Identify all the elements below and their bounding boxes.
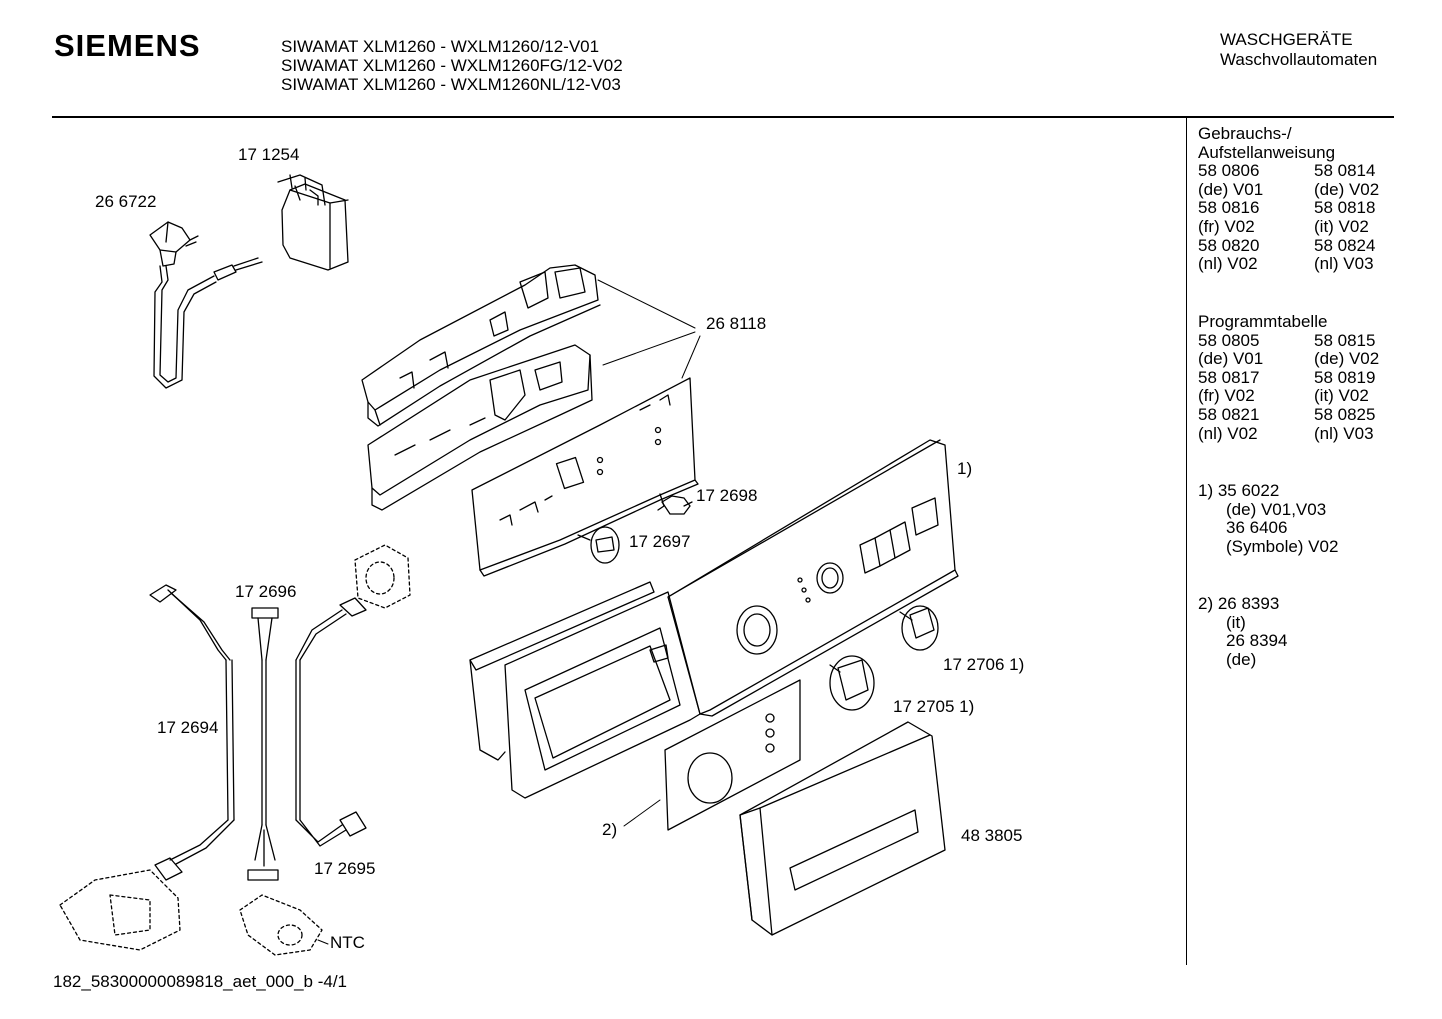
program-cell: (nl) V03 <box>1314 423 1374 443</box>
symbol-sheet <box>664 679 801 831</box>
manual-title-2: Aufstellanweisung <box>1198 142 1336 162</box>
wiring-harness-middle <box>247 607 279 881</box>
manual-title-1: Gebrauchs-/ <box>1198 124 1292 143</box>
rotary-disc-part <box>577 526 620 564</box>
sidebar-divider <box>1186 117 1187 965</box>
manual-cell: 58 0820 <box>1198 235 1260 255</box>
manual-cell: (fr) V02 <box>1198 216 1255 236</box>
label-note-1: 1) <box>957 459 973 478</box>
label-1727051: 17 2705 1) <box>893 697 975 716</box>
label-1727061: 17 2706 1) <box>943 655 1025 674</box>
manual-row: 58 0820 58 0824 <box>1198 235 1379 256</box>
program-row: 58 0817 58 0819 <box>1198 367 1379 388</box>
program-row: (de) V01 (de) V02 <box>1198 350 1379 369</box>
label-172695: 17 2695 <box>314 859 376 878</box>
manual-row: (fr) V02 (it) V02 <box>1198 216 1379 237</box>
note2-line: (de) <box>1226 649 1257 669</box>
pump-hidden <box>59 869 181 951</box>
program-cell: 58 0817 <box>1198 367 1260 387</box>
fascia-panel <box>667 439 959 717</box>
pressure-switch-hidden <box>354 544 411 609</box>
note1-line: (Symbole) V02 <box>1226 536 1339 556</box>
program-title: Programmtabelle <box>1198 312 1328 331</box>
program-row: 58 0805 58 0815 <box>1198 330 1379 351</box>
program-cell: (fr) V02 <box>1198 386 1255 406</box>
control-panel-frame <box>367 344 593 511</box>
leader-268118-b <box>602 331 696 366</box>
label-266722: 26 6722 <box>95 192 157 211</box>
leader-268118-c <box>681 335 701 379</box>
exploded-view-drawing <box>59 174 959 956</box>
label-483805: 48 3805 <box>961 826 1023 845</box>
note1-line: 1) 35 6022 <box>1198 481 1280 500</box>
manual-row: 58 0806 58 0814 <box>1198 162 1379 181</box>
model-line-1: SIWAMAT XLM1260 - WXLM1260/12-V01 <box>281 37 600 56</box>
manual-cell: 58 0816 <box>1198 198 1260 218</box>
detergent-drawer-frame <box>469 581 701 799</box>
label-172698: 17 2698 <box>696 486 758 505</box>
note2-line: (it) <box>1226 612 1246 632</box>
manual-cell: 58 0806 <box>1198 161 1260 181</box>
manual-cell: (nl) V02 <box>1198 254 1258 274</box>
label-172694: 17 2694 <box>157 718 219 737</box>
leader-2 <box>623 799 661 827</box>
program-row: 58 0821 58 0825 <box>1198 404 1379 425</box>
knob-shaft-part <box>657 493 693 515</box>
note1-line: (de) V01,V03 <box>1226 499 1327 519</box>
program-cell: (de) V02 <box>1314 349 1380 369</box>
subcategory: Waschvollautomaten <box>1220 50 1378 69</box>
category: WASCHGERÄTE <box>1220 30 1353 49</box>
label-171254: 17 1254 <box>238 145 300 164</box>
brand-logo: SIEMENS <box>54 28 201 63</box>
label-note-2: 2) <box>602 820 618 839</box>
drawer-handle-part <box>739 721 946 936</box>
ntc-sensor-hidden <box>239 894 323 956</box>
manual-row: (nl) V02 (nl) V03 <box>1198 255 1379 274</box>
program-cell: (nl) V02 <box>1198 423 1258 443</box>
program-cell: (de) V01 <box>1198 349 1264 369</box>
program-row: (nl) V02 (nl) V03 <box>1198 423 1379 444</box>
leader-268118-a <box>597 279 696 329</box>
program-cell: 58 0821 <box>1198 404 1260 424</box>
leader-ntc <box>317 939 329 945</box>
manual-cell: (nl) V03 <box>1314 254 1374 274</box>
label-268118: 26 8118 <box>706 314 767 333</box>
sidebar-note-1: 1) 35 6022 (de) V01,V03 36 6406 (Symbole… <box>1198 481 1339 556</box>
note2-line: 2) 26 8393 <box>1198 594 1280 613</box>
wiring-harness-right <box>295 597 367 847</box>
label-172697: 17 2697 <box>629 532 691 551</box>
pcb-board <box>471 377 699 577</box>
manual-row: 58 0816 58 0818 <box>1198 199 1379 218</box>
small-knob-part <box>899 605 939 651</box>
large-knob-part <box>829 655 875 711</box>
program-cell: (it) V02 <box>1314 386 1369 406</box>
header-divider <box>52 116 1394 118</box>
program-cell: 58 0805 <box>1198 330 1260 350</box>
mains-plug-cable <box>149 221 263 389</box>
model-line-2: SIWAMAT XLM1260 - WXLM1260FG/12-V02 <box>281 56 623 75</box>
document-code: 182_58300000089818_aet_000_b -4/1 <box>53 972 348 991</box>
note1-line: 36 6406 <box>1226 518 1288 538</box>
manual-cell: (de) V02 <box>1314 179 1380 199</box>
manual-cell: 58 0814 <box>1314 161 1376 181</box>
label-ntc: NTC <box>330 933 365 952</box>
control-board-frame <box>361 264 601 427</box>
program-cell: 58 0825 <box>1314 404 1376 424</box>
program-cell: 58 0819 <box>1314 367 1376 387</box>
label-172696: 17 2696 <box>235 582 297 601</box>
suppressor-part <box>277 174 349 271</box>
manual-cell: (de) V01 <box>1198 179 1264 199</box>
manual-cell: 58 0818 <box>1314 198 1376 218</box>
manual-cell: (it) V02 <box>1314 216 1369 236</box>
manual-row: (de) V01 (de) V02 <box>1198 179 1380 200</box>
program-cell: 58 0815 <box>1314 330 1376 350</box>
manual-cell: 58 0824 <box>1314 235 1376 255</box>
model-line-3: SIWAMAT XLM1260 - WXLM1260NL/12-V03 <box>281 75 621 94</box>
sidebar-note-2: 2) 26 8393 (it) 26 8394 (de) <box>1198 594 1288 669</box>
wiring-harness-left <box>149 584 235 881</box>
program-row: (fr) V02 (it) V02 <box>1198 387 1379 406</box>
note2-line: 26 8394 <box>1226 631 1288 651</box>
